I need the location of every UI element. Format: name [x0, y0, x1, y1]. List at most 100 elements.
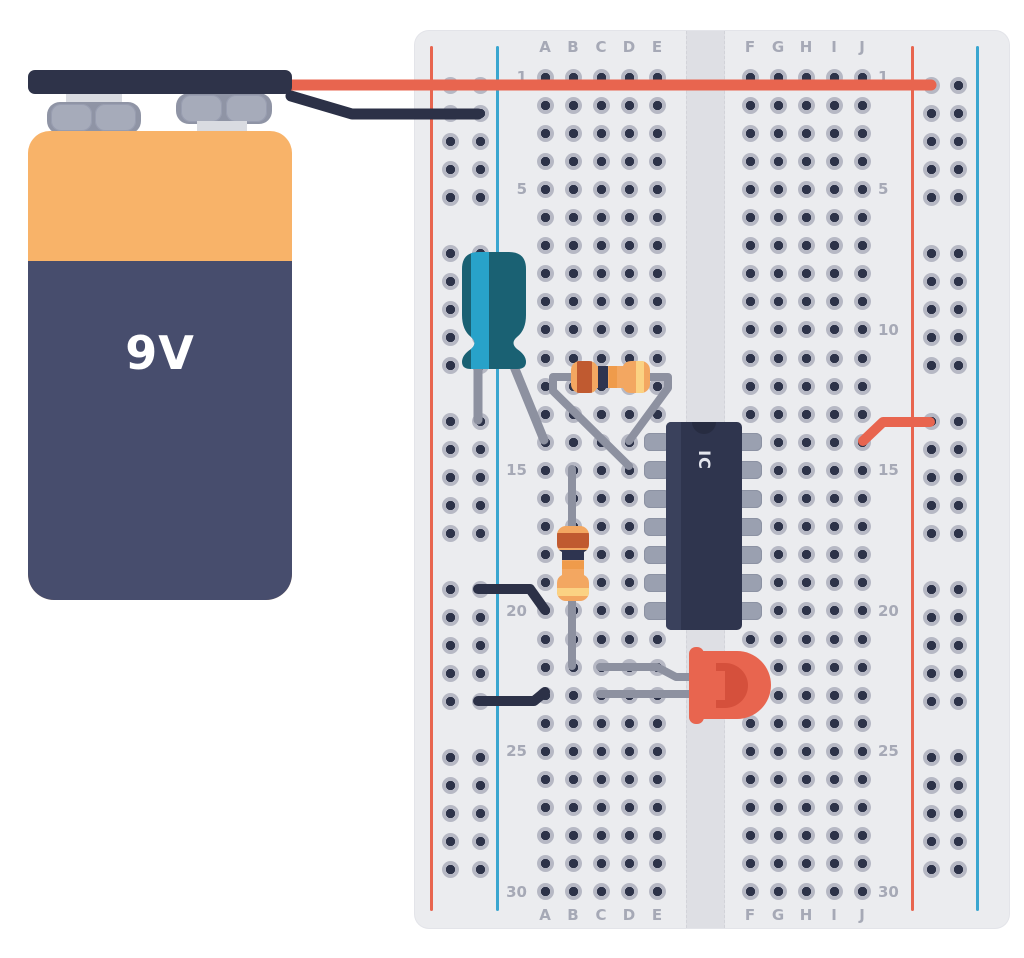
resistor-band: [636, 361, 644, 393]
breadboard-hole: [471, 608, 489, 626]
ic-pin: [644, 461, 670, 480]
breadboard-hole: [949, 188, 967, 206]
ic-chip[interactable]: IC: [666, 422, 742, 630]
breadboard-hole: [536, 124, 554, 142]
breadboard-hole: [769, 883, 787, 901]
breadboard-hole: [825, 827, 843, 845]
breadboard-hole: [741, 124, 759, 142]
led[interactable]: [689, 647, 771, 724]
breadboard-hole: [853, 686, 871, 704]
breadboard-hole: [922, 496, 940, 514]
battery-body[interactable]: 9V: [28, 131, 292, 600]
breadboard-hole: [648, 349, 666, 367]
ic-body-strip: [666, 422, 681, 630]
capacitor-stripe: [471, 252, 489, 369]
ic-pin: [736, 433, 762, 452]
breadboard-hole: [949, 300, 967, 318]
breadboard-hole: [741, 349, 759, 367]
led-lead-anode[interactable]: [596, 663, 696, 681]
breadboard-hole: [620, 293, 638, 311]
breadboard-hole: [797, 433, 815, 451]
breadboard-hole: [620, 630, 638, 648]
breadboard-hole: [949, 160, 967, 178]
resistor-horizontal[interactable]: [571, 361, 650, 393]
breadboard-hole: [797, 574, 815, 592]
breadboard-hole: [825, 518, 843, 536]
breadboard-hole: [797, 96, 815, 114]
breadboard-hole: [741, 771, 759, 788]
breadboard-hole: [922, 692, 940, 710]
resistor1-lead-right[interactable]: [625, 373, 672, 445]
row-label: 30: [878, 882, 899, 901]
breadboard-hole: [536, 855, 554, 873]
breadboard-hole: [441, 524, 459, 542]
breadboard-hole: [825, 742, 843, 760]
breadboard-hole: [853, 461, 871, 479]
row-label: 20: [878, 601, 899, 620]
breadboard-hole: [922, 804, 940, 822]
breadboard-hole: [825, 433, 843, 451]
jumper-red-row14[interactable]: [858, 417, 935, 446]
battery-negative-wire[interactable]: [285, 90, 484, 120]
breadboard-hole: [592, 152, 610, 170]
breadboard-hole: [825, 771, 843, 788]
breadboard-hole: [441, 608, 459, 626]
column-label: J: [859, 38, 865, 56]
breadboard-hole: [648, 265, 666, 283]
electrolytic-capacitor[interactable]: [462, 252, 526, 369]
jumper-black-row20[interactable]: [473, 584, 550, 615]
breadboard-hole: [825, 490, 843, 507]
breadboard-hole: [471, 776, 489, 794]
capacitor-leg-positive[interactable]: [508, 359, 549, 445]
resistor-vertical[interactable]: [557, 526, 589, 601]
breadboard-hole: [769, 209, 787, 226]
breadboard-hole: [592, 546, 610, 564]
breadboard-hole: [648, 827, 666, 845]
breadboard-hole: [769, 124, 787, 142]
breadboard-hole: [797, 461, 815, 479]
breadboard-hole: [564, 265, 582, 283]
breadboard-hole: [592, 799, 610, 817]
breadboard-hole: [741, 96, 759, 114]
breadboard-hole: [741, 630, 759, 648]
breadboard-hole: [797, 405, 815, 423]
breadboard-hole: [769, 799, 787, 817]
breadboard-hole: [949, 496, 967, 514]
breadboard-hole: [536, 799, 554, 817]
breadboard-hole: [592, 630, 610, 648]
breadboard-hole: [922, 860, 940, 878]
breadboard-hole: [441, 188, 459, 206]
column-label: D: [622, 38, 636, 56]
breadboard-hole: [441, 272, 459, 290]
breadboard-hole: [592, 855, 610, 873]
breadboard-hole: [825, 377, 843, 395]
breadboard-hole: [769, 518, 787, 536]
resistor1-lead-left[interactable]: [549, 373, 633, 470]
breadboard-hole: [620, 855, 638, 873]
breadboard-hole: [769, 855, 787, 873]
breadboard-hole: [949, 748, 967, 766]
breadboard-hole: [441, 132, 459, 150]
column-label: G: [771, 38, 785, 56]
breadboard-hole: [648, 714, 666, 732]
breadboard-hole: [536, 265, 554, 283]
breadboard-hole: [648, 855, 666, 873]
jumper-black-row23[interactable]: [473, 687, 550, 706]
breadboard-hole: [769, 152, 787, 170]
breadboard-hole: [853, 321, 871, 339]
column-label: D: [622, 906, 636, 924]
breadboard-hole: [592, 293, 610, 311]
breadboard-hole: [620, 827, 638, 845]
battery-body-lower: [28, 261, 292, 600]
breadboard-hole: [853, 237, 871, 255]
breadboard-hole: [797, 771, 815, 788]
breadboard-hole: [471, 132, 489, 150]
breadboard-hole: [949, 804, 967, 822]
breadboard-hole: [592, 265, 610, 283]
breadboard-hole: [853, 209, 871, 226]
breadboard-hole: [620, 180, 638, 198]
breadboard-hole: [648, 377, 666, 395]
breadboard-hole: [648, 321, 666, 339]
breadboard-hole: [620, 799, 638, 817]
breadboard-hole: [922, 160, 940, 178]
